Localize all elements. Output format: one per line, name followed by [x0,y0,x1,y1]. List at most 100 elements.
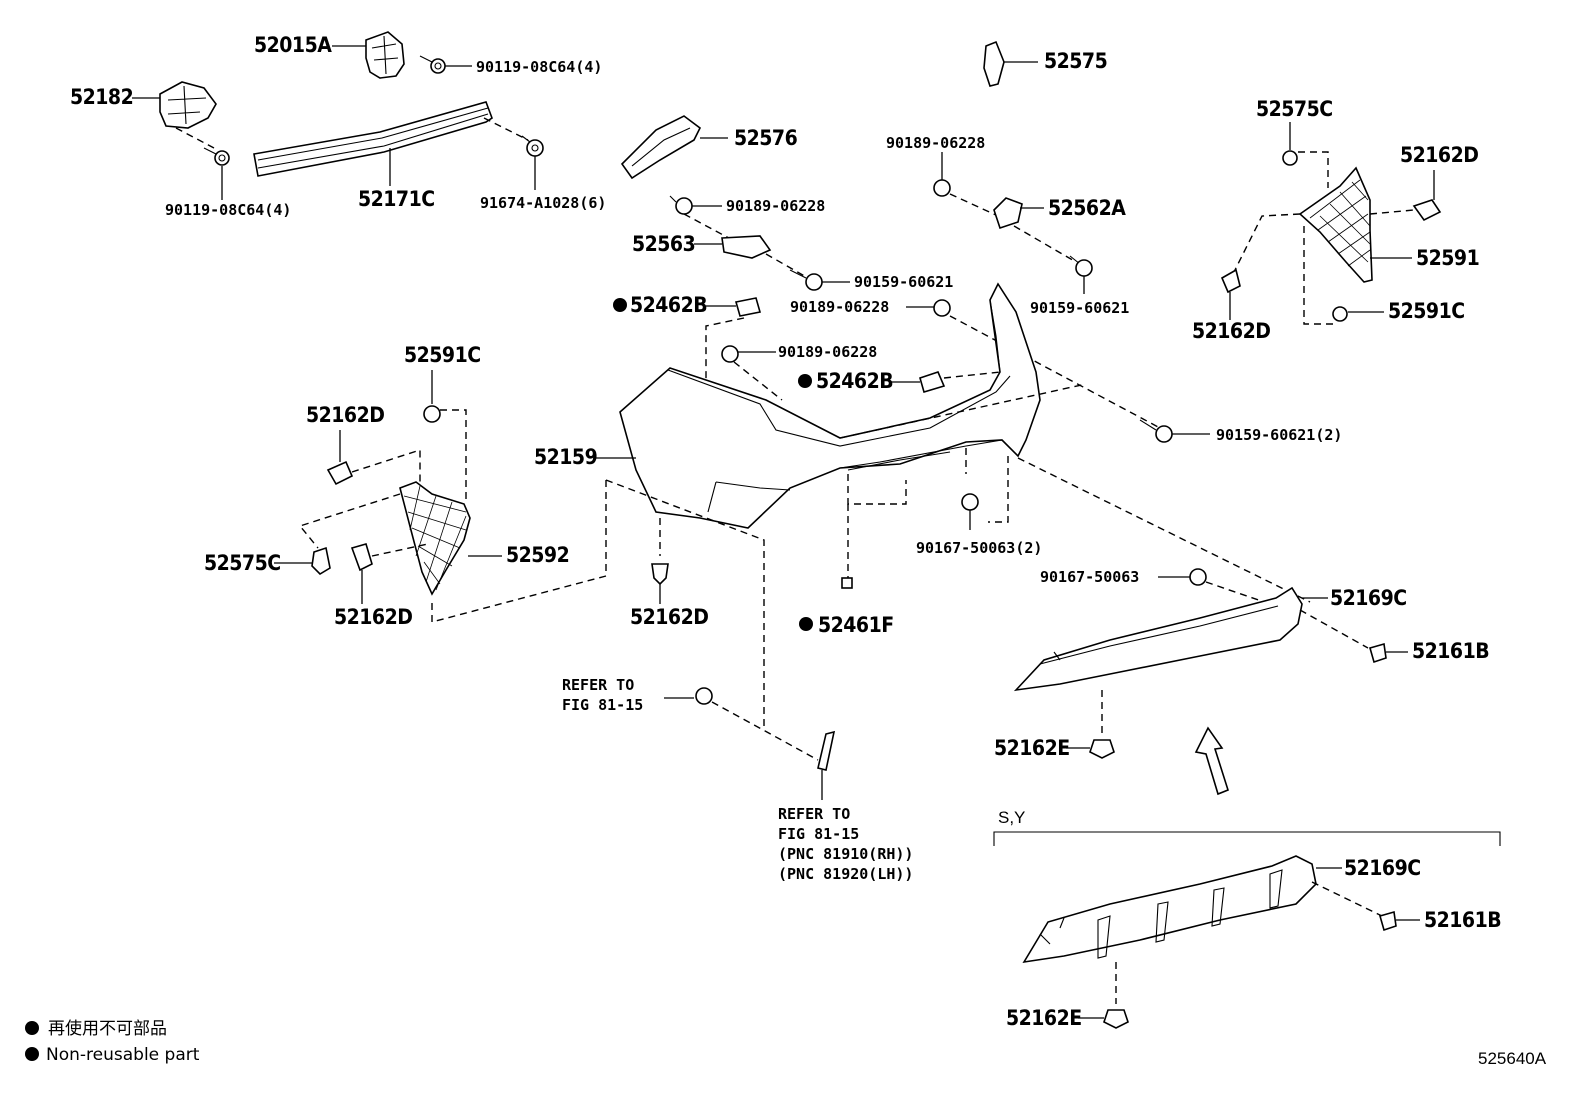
figure-id: 525640A [1478,1049,1547,1068]
label-52162D-l1: 52162D [306,403,384,427]
label-52591C-l: 52591C [404,343,481,367]
cap-52462B-shape [734,297,762,317]
label-90189-d: 90189-06228 [778,343,877,361]
label-52169C-b: 52169C [1344,856,1421,880]
label-52592: 52592 [506,543,569,567]
clip-icon [961,493,979,511]
retainer-52563-shape [721,235,772,259]
clip-icon [1103,1009,1129,1029]
label-52576: 52576 [734,126,798,150]
cap-52461F-shape [841,577,853,589]
lower-cover-group-a: 90167-50063 52169C 52161B 52162E [994,568,1490,760]
legend-english: Non-reusable part [46,1045,200,1065]
direction-arrow-icon [1194,726,1229,796]
non-reusable-dot-icon [25,1047,39,1061]
cap-icon [1379,910,1397,932]
lower-cover-52169C-b-shape [1022,855,1317,964]
retainer-52575-shape [983,40,1005,87]
cap-icon [1369,642,1387,664]
lower-cover-52169C-a-shape [1013,586,1303,692]
variant-bracket [993,831,1501,846]
label-90167-b: 90167-50063 [1040,568,1139,586]
label-90189-b: 90189-06228 [886,134,985,152]
label-52161B-a: 52161B [1412,639,1489,663]
label-52169C-a: 52169C [1330,586,1407,610]
label-52591C-r: 52591C [1388,299,1465,323]
retainer-52562A-shape [993,197,1023,230]
label-52562A: 52562A [1048,196,1126,220]
reflector-shape [817,730,836,771]
nut-icon [423,405,441,423]
screw-icon [1069,255,1093,277]
non-reusable-dot-icon [613,298,627,312]
refer-note-line: REFER TO [778,805,850,823]
cap-52462B-shape [919,371,946,393]
label-52575: 52575 [1044,49,1107,73]
label-52162D-c: 52162D [630,605,708,629]
clip-52162D-center: 52162D [630,518,709,629]
variant-label: S,Y [998,808,1025,827]
legend-japanese: 再使用不可部品 [48,1018,167,1039]
refer-note-line: FIG 81-15 [562,696,643,714]
bracket-52182-shape [159,81,217,129]
label-52575C-r: 52575C [1256,97,1333,121]
clip-icon [1220,268,1241,294]
label-90189-c: 90189-06228 [790,298,889,316]
label-52575C-l: 52575C [204,551,281,575]
retainer-52591-shape [1298,166,1373,283]
clip-icon [311,546,331,576]
refer-note-line: REFER TO [562,676,634,694]
label-90167-a: 90167-50063(2) [916,539,1042,557]
refer-note-line: FIG 81-15 [778,825,859,843]
non-reusable-dot-icon [25,1021,39,1035]
clip-icon [350,543,373,572]
label-52563: 52563 [632,232,695,256]
bumper-reinforcement-group: 52015A 90119-08C64(4) 52182 90119-08C64(… [70,31,606,219]
clip-icon [1282,150,1298,166]
nut-icon [1332,306,1348,322]
label-52162D-r1: 52162D [1400,143,1478,167]
label-91674: 91674-A1028(6) [480,194,606,212]
screw-icon [1139,419,1173,443]
non-reusable-dot-icon [799,617,813,631]
left-retainer-group: 52591C 52162D 52592 52575C 52162D [204,343,570,629]
bolt-icon [521,135,544,157]
bolt-icon [203,147,230,166]
screw-icon [789,269,823,291]
label-90189-a: 90189-06228 [726,197,825,215]
right-retainer-group: 52575C 52162D 52591 52162D 52591C [1192,97,1480,343]
refer-note-2: REFER TO FIG 81-15 (PNC 81910(RH)) (PNC … [778,805,913,883]
clip-icon [695,687,713,705]
label-90119-left: 90119-08C64(4) [165,201,291,219]
clip-icon [326,460,354,486]
label-52462B-b: 52462B [816,369,893,393]
non-reusable-dot-icon [798,374,812,388]
label-52171C: 52171C [358,187,435,211]
bolt-icon [419,55,446,74]
refer-note-line: (PNC 81910(RH)) [778,845,913,863]
clip-icon [651,563,669,586]
clip-icon [1189,568,1207,586]
legend: 再使用不可部品 Non-reusable part [25,1018,200,1065]
label-52162E-a: 52162E [994,736,1070,760]
label-52162D-r2: 52162D [1192,319,1270,343]
label-52161B-b: 52161B [1424,908,1501,932]
label-90119-top: 90119-08C64(4) [476,58,602,76]
refer-note-line: (PNC 81920(LH)) [778,865,913,883]
retainer-52576-shape [620,115,702,180]
label-52462B-a: 52462B [630,293,707,317]
reinforcement-52171C-shape [253,101,493,177]
clip-90167-a: 90167-50063(2) [916,493,1042,557]
label-52591: 52591 [1416,246,1479,270]
clip-icon [933,299,951,317]
clip-icon [933,179,951,197]
cap-52461F: 52461F [799,577,894,637]
variant-sy-group: S,Y 52169C 52161B 52162E [993,808,1502,1030]
clip-icon [1412,199,1442,222]
label-52182: 52182 [70,85,133,109]
bumper-cover-52159: 52159 [431,282,1311,730]
label-90159-a: 90159-60621 [854,273,953,291]
label-52159: 52159 [534,445,597,469]
label-90159-b: 90159-60621 [1030,299,1129,317]
